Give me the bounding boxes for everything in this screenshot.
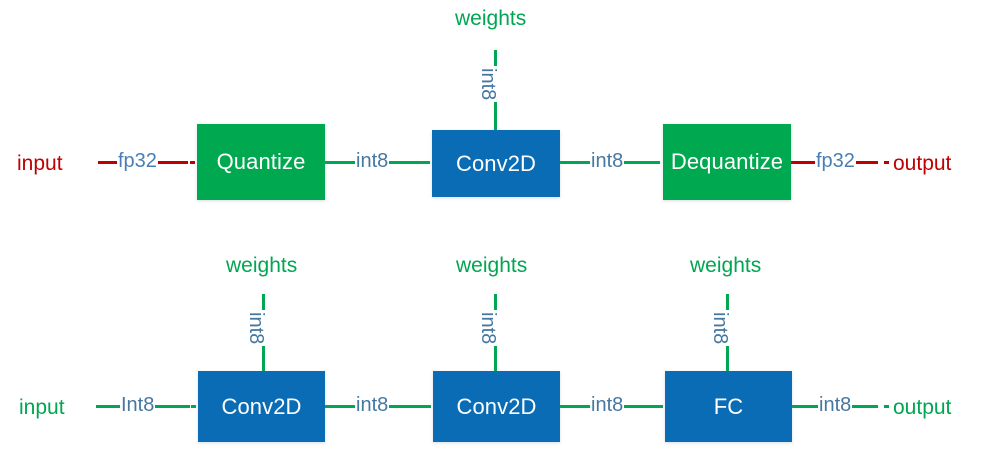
terminal-output-top: output [893, 152, 952, 175]
weights-label-conv2d-top: weights [455, 7, 527, 30]
edge-stub-conv-inlet-top [425, 161, 430, 164]
weights-label-conv2d-a: weights [226, 254, 298, 277]
weights-dtype-conv2d-b: int8 [477, 310, 499, 347]
weights-label-conv2d-b: weights [456, 254, 528, 277]
edge-label-conv-a-conv-b: int8 [355, 394, 390, 416]
edge-stub-fc-inlet [658, 405, 663, 408]
node-conv2d-top[interactable]: Conv2D [432, 130, 560, 197]
edge-stub-quantize-inlet [190, 161, 195, 164]
edge-label-input-conv-a: Int8 [120, 394, 156, 416]
edge-label-conv-b-fc: int8 [590, 394, 625, 416]
terminal-input-top: input [17, 152, 63, 175]
weights-dtype-conv2d-a: int8 [245, 310, 267, 347]
node-conv2d-a[interactable]: Conv2D [198, 371, 325, 442]
edge-stub-output-bottom [884, 405, 889, 408]
weights-label-fc: weights [690, 254, 762, 277]
weights-dtype-conv2d-top: int8 [477, 66, 499, 103]
node-dequantize[interactable]: Dequantize [663, 124, 791, 200]
weights-dtype-fc: int8 [709, 310, 731, 347]
edge-label-quantize-conv: int8 [355, 150, 390, 172]
edge-label-fc-output: int8 [818, 394, 853, 416]
terminal-input-bottom: input [19, 396, 65, 419]
terminal-output-bottom: output [893, 396, 952, 419]
edge-stub-output-top [884, 161, 889, 164]
edge-label-input-quantize: fp32 [117, 150, 158, 172]
edge-label-conv-dequant: int8 [590, 150, 625, 172]
edge-label-dequant-output: fp32 [815, 150, 856, 172]
node-fc[interactable]: FC [665, 371, 792, 442]
edge-stub-conv-a-inlet [191, 405, 196, 408]
edge-stub-conv-b-inlet [426, 405, 431, 408]
node-quantize[interactable]: Quantize [197, 124, 325, 200]
node-conv2d-b[interactable]: Conv2D [433, 371, 560, 442]
